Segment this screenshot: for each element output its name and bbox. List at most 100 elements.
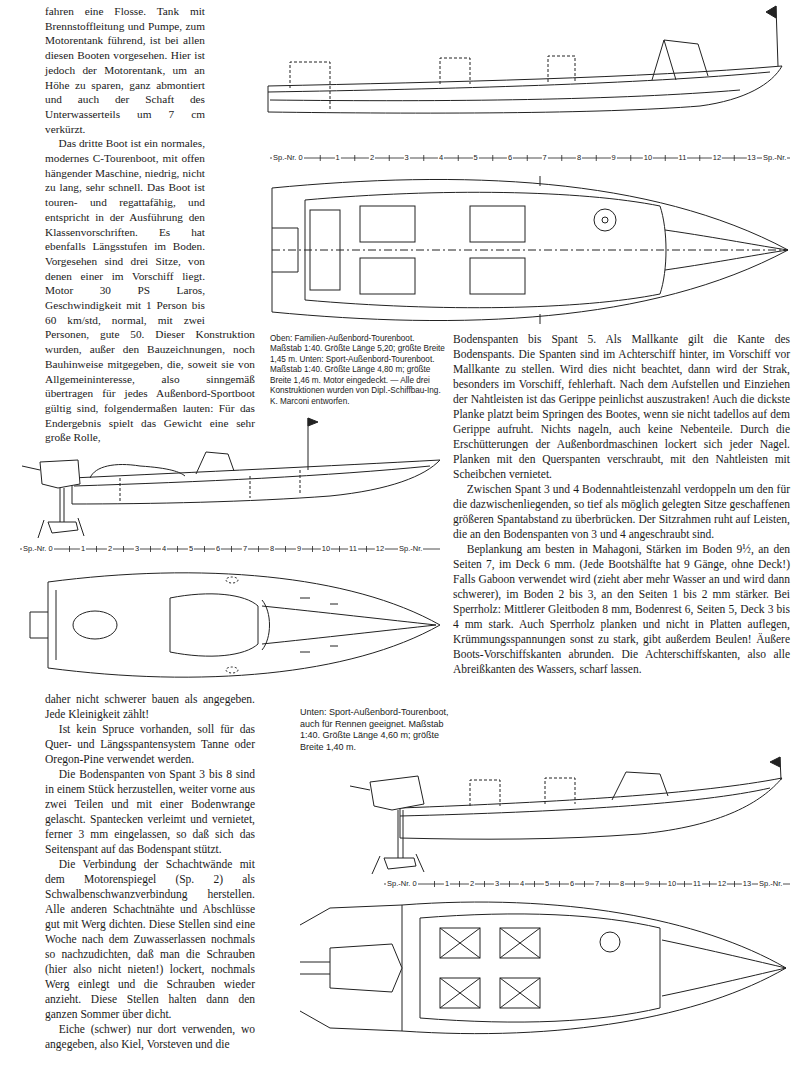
float-spacer — [205, 4, 255, 322]
boat-plan-view — [226, 667, 238, 673]
scale-tick — [366, 546, 367, 552]
caption-block: Oben: Familien-Außenbord-Tourenboot. Maß… — [270, 334, 446, 407]
boat-plan-view — [262, 600, 270, 650]
frame-number: Sp.-Nr. — [398, 544, 423, 554]
text-column: Bodenspanten bis Spant 5. Als Mallkante … — [453, 332, 790, 677]
boat-plan-view — [360, 258, 415, 294]
figure-caption: Oben: Familien-Außenbord-Tourenboot. Maß… — [270, 334, 446, 407]
frame-number: 9 — [644, 879, 650, 889]
boat-plan-view — [48, 573, 440, 677]
scale-tick — [389, 155, 390, 161]
frame-number: Sp.-Nr. 0 — [386, 879, 418, 889]
boat-plan-view — [600, 932, 620, 952]
frame-number: 6 — [507, 153, 513, 163]
boat-plan-view — [440, 928, 540, 1008]
frame-number: 8 — [269, 544, 275, 554]
frame-number: 3 — [134, 544, 140, 554]
body-paragraph: Ist kein Spruce vorhanden, soll für das … — [45, 722, 255, 767]
scale-tick — [339, 546, 340, 552]
boat-side-view — [370, 776, 424, 810]
frame-number: 10 — [643, 153, 653, 163]
body-paragraph: Beplankung am besten in Mahagoni, Stärke… — [453, 542, 790, 677]
scale-tick — [561, 155, 562, 161]
boat-plan-view — [470, 206, 525, 242]
scale-tick — [96, 546, 97, 552]
frame-number: 13 — [742, 879, 752, 889]
boat-side-view — [612, 772, 668, 800]
boat-plan-view — [300, 598, 338, 652]
boat-side-view — [770, 757, 780, 767]
body-paragraph: Das dritte Boot ist ein normales, modern… — [45, 136, 255, 445]
scale-tick — [423, 155, 424, 161]
frame-number: 12 — [712, 153, 722, 163]
figure-caption: Unten: Sport-Außenbord-Tourenboot, auch … — [300, 707, 450, 753]
frame-number: 6 — [215, 544, 221, 554]
boat-side-view — [384, 858, 416, 869]
boat-plan-view — [300, 905, 402, 1031]
frame-number: 12 — [717, 879, 727, 889]
boat-plan-view — [540, 176, 541, 324]
boat-side-view — [664, 40, 676, 80]
scale-tick — [709, 881, 710, 887]
boat-plan-view — [330, 944, 402, 992]
boat-plan-view — [30, 612, 48, 638]
scale-tick — [231, 546, 232, 552]
boat-side-view — [22, 466, 40, 470]
boat-side-view — [196, 452, 234, 474]
frame-number: Sp.-Nr. 0 — [22, 544, 54, 554]
boat-plan-view — [272, 179, 788, 320]
boat-side-view — [766, 6, 776, 18]
frame-number: Sp.-Nr. — [758, 879, 783, 889]
scale-tick — [596, 155, 597, 161]
scale-tick — [484, 881, 485, 887]
boat-plan-view — [594, 209, 616, 231]
scale-tick — [634, 881, 635, 887]
boat-side-view — [268, 72, 770, 92]
frame-number: 2 — [369, 153, 375, 163]
scale-tick — [312, 546, 313, 552]
scale-tick — [584, 881, 585, 887]
boat-plan-view — [73, 611, 117, 639]
scale-tick — [123, 546, 124, 552]
frame-number: 4 — [161, 544, 167, 554]
body-paragraph: Die Verbindung der Schachtwände mit dem … — [45, 857, 255, 1022]
boat-side-view — [90, 465, 185, 479]
boat-plan-view — [310, 210, 340, 290]
scale-tick — [699, 155, 700, 161]
frame-number: 5 — [472, 153, 478, 163]
scale-tick — [458, 155, 459, 161]
caption-block: Unten: Sport-Außenbord-Tourenboot, auch … — [300, 707, 450, 753]
boat-plan-view — [300, 962, 330, 974]
scale-tick — [734, 155, 735, 161]
frame-number: 8 — [619, 879, 625, 889]
frame-number: 2 — [469, 879, 475, 889]
frame-number: 3 — [494, 879, 500, 889]
body-paragraph: Bodenspanten bis Spant 5. Als Mallkante … — [453, 332, 790, 482]
boat-plan-view — [262, 606, 436, 644]
scale-tick — [559, 881, 560, 887]
body-paragraph: fahren eine Flosse. Tank mit Brennstoffl… — [45, 4, 255, 136]
boat-side-view — [470, 778, 575, 806]
frame-number: 1 — [80, 544, 86, 554]
frame-number: 7 — [594, 879, 600, 889]
boat-side-view — [60, 488, 64, 522]
scale-tick — [69, 546, 70, 552]
scale-tick — [527, 155, 528, 161]
boat-plan-view — [30, 573, 440, 677]
boat-side-view — [268, 66, 782, 113]
frame-number: 1 — [444, 879, 450, 889]
boat-side-view — [270, 90, 740, 101]
boat-plan-view — [420, 914, 660, 1022]
boat-plan-view — [602, 217, 608, 223]
body-paragraph: Eiche (schwer) nur dort verwenden, wo an… — [45, 1022, 255, 1052]
boat-plan-view — [226, 577, 238, 583]
boat-plan-view — [470, 258, 525, 294]
boat-plan-view — [402, 902, 786, 1034]
scale-tick — [534, 881, 535, 887]
boat-side-view — [372, 854, 424, 874]
frame-number: 8 — [576, 153, 582, 163]
boat-side-view — [398, 810, 403, 858]
scale-tick — [492, 155, 493, 161]
boat-side-view — [48, 522, 78, 533]
